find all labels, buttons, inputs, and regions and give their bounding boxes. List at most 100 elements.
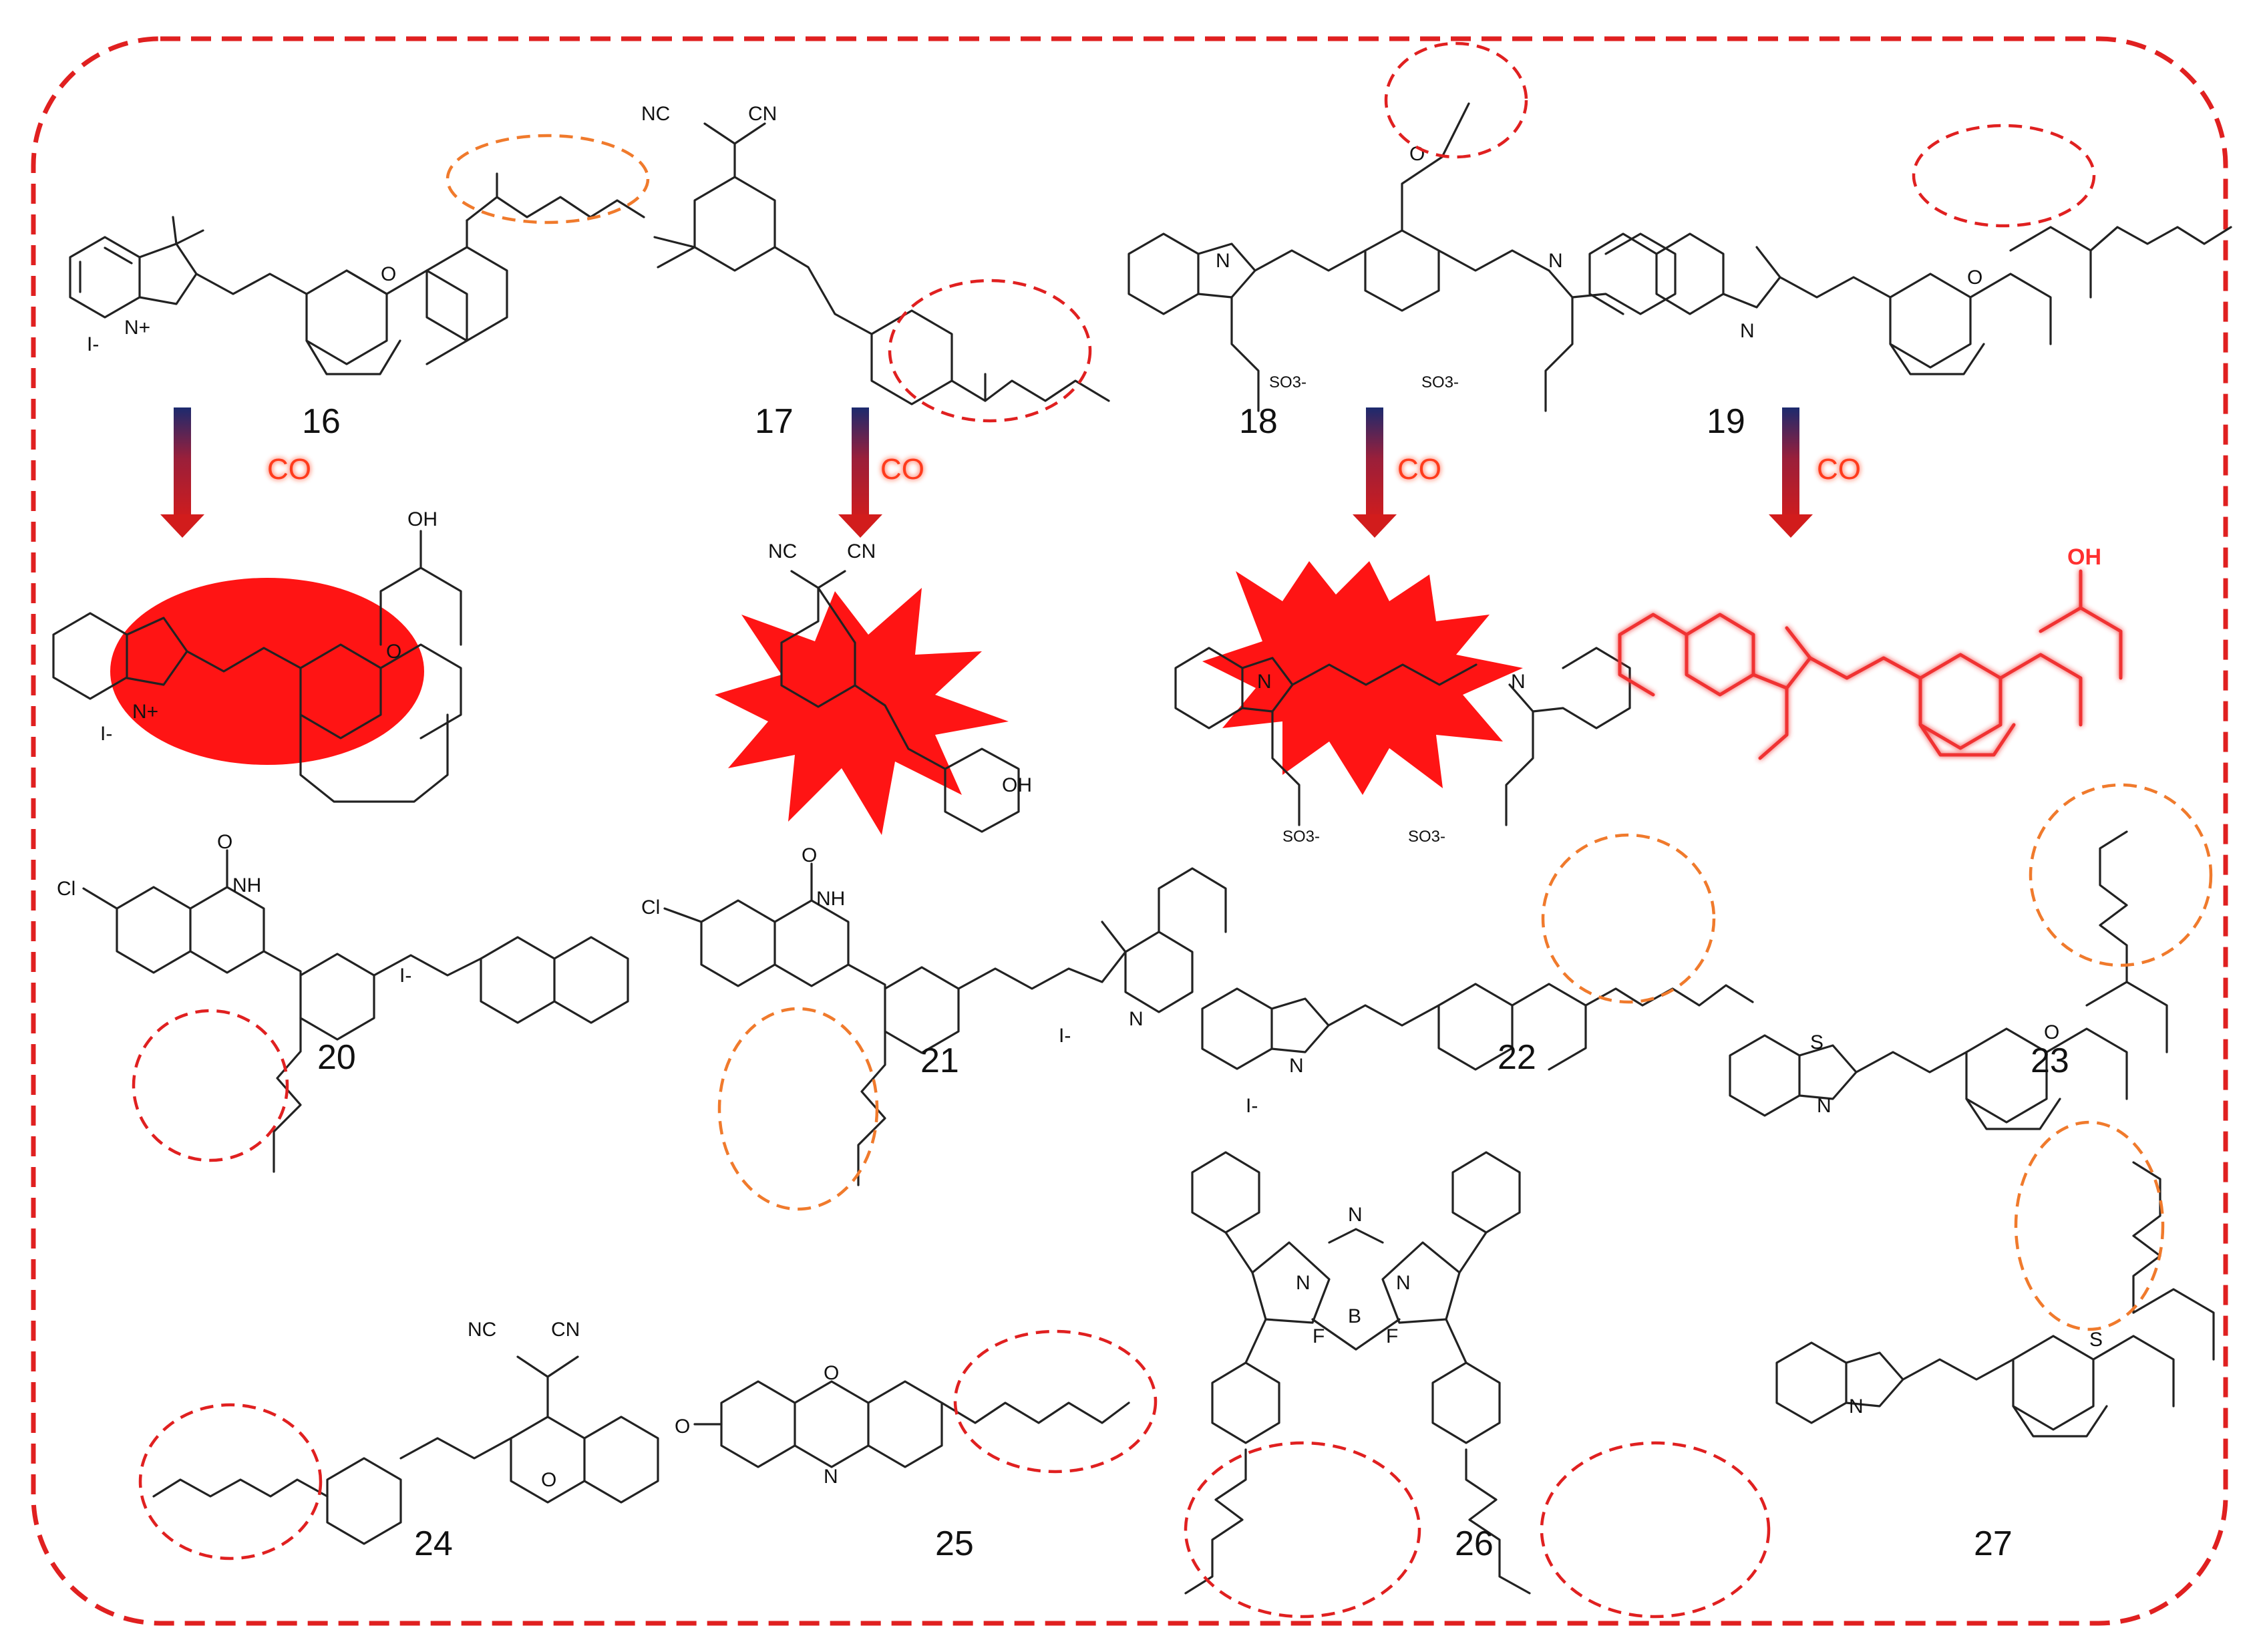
atom-cn: CN (748, 103, 777, 125)
allyl-ether-oval-icon (1384, 41, 1528, 159)
compound-number-27: 27 (1974, 1524, 2013, 1563)
atom-o: O (824, 1362, 839, 1384)
atom-s: S (2089, 1329, 2103, 1351)
atom-n: N (824, 1466, 838, 1488)
atom-o: O (217, 831, 232, 853)
atom-f: F (1386, 1325, 1398, 1347)
atom-n: N (1396, 1272, 1411, 1294)
atom-o: O (2044, 1021, 2059, 1043)
atom-n-plus: N (1216, 250, 1230, 272)
co-label: CO (1397, 453, 1441, 486)
atom-o: O (541, 1469, 556, 1491)
compound-number-20: 20 (317, 1038, 356, 1077)
compound-number-25: 25 (935, 1524, 974, 1563)
compound-16-structure (69, 216, 508, 375)
allyl-carbonate-oval-icon (717, 1007, 879, 1211)
down-arrow-icon (160, 407, 204, 538)
atom-o: O (381, 263, 396, 285)
allyl-carbonate-oval-icon (1184, 1441, 1421, 1619)
atom-o: O (386, 641, 401, 663)
atom-oh: OH (407, 508, 438, 530)
allyl-carbonate-oval-icon (132, 1009, 289, 1162)
atom-nh: NH (816, 888, 845, 910)
atom-cn: CN (847, 540, 876, 562)
atom-s: S (1810, 1031, 1823, 1053)
co-label: CO (880, 453, 924, 486)
atom-o: O (675, 1416, 690, 1438)
compound-20-structure (82, 849, 629, 1173)
compound-number-18: 18 (1239, 402, 1278, 441)
atom-n: N (1296, 1272, 1311, 1294)
compound-25-structure (693, 1380, 1130, 1468)
compound-number-16: 16 (302, 402, 341, 441)
compound-21-structure (663, 862, 1227, 1186)
atom-so3: SO3- (1408, 828, 1445, 846)
atom-n-plus: N (1849, 1395, 1864, 1418)
atom-n: N (1348, 1204, 1363, 1226)
atom-oh: OH (1002, 774, 1032, 796)
compound-number-26: 26 (1455, 1524, 1494, 1563)
compound-16-carbonate (466, 172, 645, 222)
atom-f: F (1313, 1325, 1325, 1347)
fluorescence-burst-icon (1202, 561, 1523, 795)
atom-n-plus: N (1129, 1008, 1144, 1030)
compound-number-23: 23 (2031, 1041, 2069, 1080)
atom-so3: SO3- (1282, 828, 1320, 846)
atom-n-plus: N (1817, 1095, 1832, 1117)
atom-n-plus: N (1257, 671, 1272, 693)
atom-i-minus: I- (399, 965, 411, 987)
atom-i-minus: I- (1246, 1095, 1258, 1117)
allyl-carbonate-oval-icon (2029, 783, 2213, 967)
atom-nc: NC (641, 103, 670, 125)
product-19-structure (1618, 569, 2123, 760)
down-arrow-icon (838, 407, 882, 538)
product-18-structure (1174, 647, 1631, 826)
co-label: CO (1817, 453, 1861, 486)
atom-so3: SO3- (1269, 373, 1307, 391)
product-16-structure (52, 530, 462, 803)
co-label: CO (267, 453, 311, 486)
atom-nc: NC (468, 1319, 496, 1341)
allyl-carbonate-oval-icon (138, 1403, 323, 1560)
compound-18-structure (1127, 102, 1677, 412)
atom-i-minus: I- (100, 723, 112, 745)
atom-b: B (1348, 1305, 1361, 1327)
atom-oh: OH (2067, 544, 2101, 570)
allyl-carbonate-oval-icon (953, 1329, 1158, 1474)
compound-26-structure (1184, 1151, 1531, 1595)
down-arrow-icon (1353, 407, 1397, 538)
allyl-carbonate-oval-icon (1540, 1441, 1771, 1619)
atom-cl: Cl (57, 878, 75, 900)
atom-cl: Cl (641, 896, 660, 919)
atom-nh: NH (232, 874, 261, 896)
compound-number-24: 24 (414, 1524, 453, 1563)
atom-nc: NC (768, 540, 797, 562)
compound-27-structure (1775, 1161, 2215, 1438)
compound-number-19: 19 (1707, 402, 1745, 441)
allyl-carbonate-oval-icon (888, 279, 1092, 423)
atom-o: O (802, 844, 817, 866)
down-arrow-icon (1769, 407, 1813, 538)
fluorescence-oval-icon (110, 578, 424, 765)
atom-i-minus: I- (87, 333, 99, 355)
atom-i-minus: I- (1059, 1025, 1071, 1047)
compound-number-21: 21 (920, 1041, 959, 1080)
allyl-carbonate-oval-icon (1541, 833, 1716, 1004)
atom-so3: SO3- (1421, 373, 1459, 391)
allyl-carbonate-oval-icon (1912, 124, 2096, 228)
atom-o: O (1967, 267, 1982, 289)
atom-n-plus: N (1511, 671, 1526, 693)
compound-19-structure (1588, 226, 2232, 375)
atom-n-plus: N (1740, 320, 1755, 342)
allyl-carbonate-oval-icon (2014, 1120, 2165, 1331)
allyl-carbonate-oval-icon (446, 134, 650, 224)
compound-number-17: 17 (755, 402, 794, 441)
fluorescence-burst-icon (715, 588, 1009, 835)
atom-n-plus: N+ (132, 701, 158, 723)
compound-23-structure (1729, 830, 2168, 1130)
atom-n-plus: N (1289, 1055, 1304, 1077)
product-17-structure (780, 570, 1020, 833)
compound-number-22: 22 (1498, 1038, 1536, 1077)
atom-n-plus: N (1548, 250, 1563, 272)
atom-n-plus: N+ (124, 317, 150, 339)
